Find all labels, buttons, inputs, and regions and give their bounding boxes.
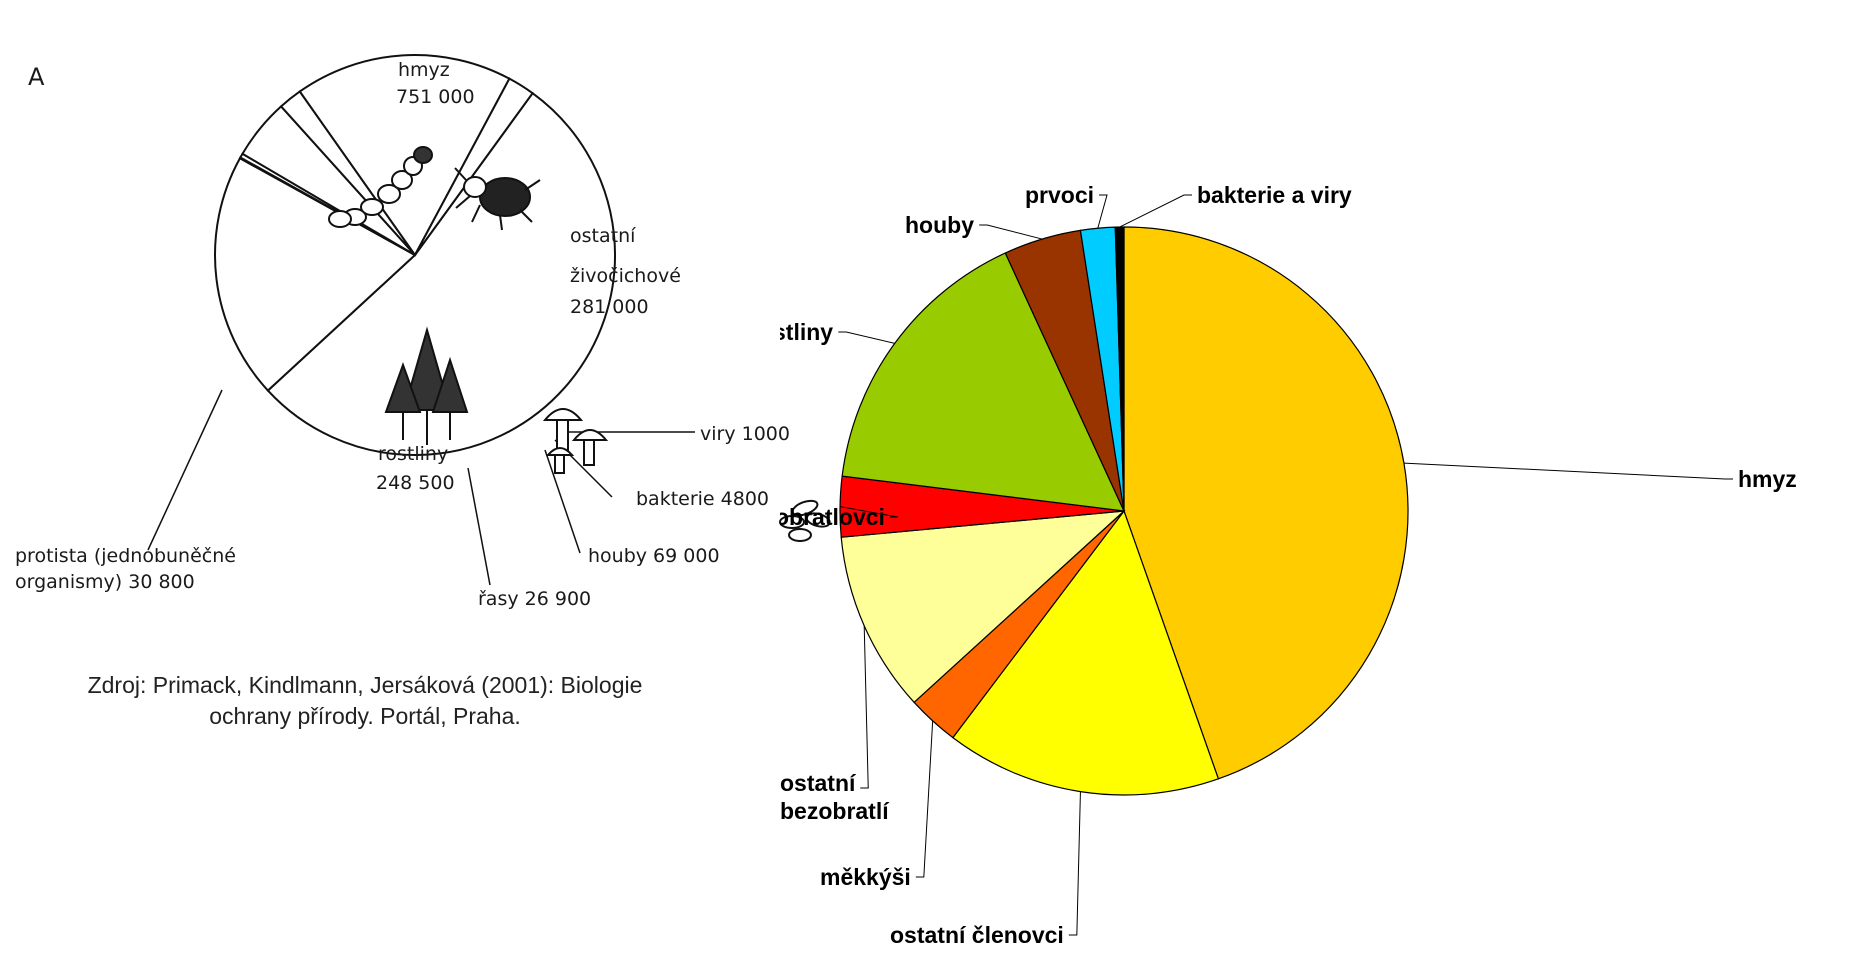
leader-houby: [979, 224, 1043, 240]
label-rostliny-name: rostliny: [378, 443, 448, 465]
beetle-icon: [454, 167, 541, 231]
scan-slice-protista-jednobunecne-organismy: [414, 77, 534, 256]
scan-slice-ostatni-zivocichove: [214, 156, 417, 392]
forest-icon: [384, 326, 469, 445]
leader-obratlovci: [839, 506, 899, 518]
label-houby: houby 69 000: [588, 545, 720, 567]
leader-protista: [147, 389, 223, 551]
label-prvoci: prvoci: [1025, 182, 1094, 208]
source-citation-line2: ochrany přírody. Portál, Praha.: [209, 703, 521, 729]
scan-slice-rostliny: [298, 54, 511, 257]
label-ostatni-value: 281 000: [570, 296, 649, 318]
label-mekkysi: měkkýši: [820, 864, 911, 890]
caterpillar-icon: [328, 146, 433, 228]
label-rasy: řasy 26 900: [478, 588, 591, 610]
scanned-pie-panel: A hmyz 751 000 ostatní živočichové 281 0…: [0, 0, 1020, 640]
leader-ostatni-clenovci: [1068, 791, 1081, 936]
label-houby: houby: [905, 212, 974, 238]
leader-rostliny: [838, 331, 895, 344]
label-protista-line2: organismy) 30 800: [15, 571, 195, 593]
scan-slice-hmyz: [266, 91, 616, 456]
leader-houby: [544, 449, 581, 554]
leader-mekkysi: [915, 720, 934, 878]
scanned-pie-wedges: [214, 54, 616, 456]
label-protista-line1: protista (jednobuněčné: [15, 545, 236, 567]
label-hmyz-value: 751 000: [396, 86, 475, 108]
label-bakterie: bakterie 4800: [636, 488, 769, 510]
leader-hmyz: [1403, 462, 1733, 480]
slice-rostliny: [841, 252, 1125, 512]
label-rostliny: rostliny: [780, 319, 833, 345]
label-hmyz-name: hmyz: [398, 59, 450, 81]
leader-bakterie-a-viry: [1119, 194, 1192, 228]
label-hmyz: hmyz: [1738, 466, 1797, 492]
slice-hmyz: [1123, 226, 1409, 780]
label-rostliny-value: 248 500: [376, 472, 455, 494]
label-ostatni-clenovci: ostatní členovci: [890, 922, 1064, 948]
source-citation-line1: Zdroj: Primack, Kindlmann, Jersáková (20…: [87, 672, 643, 698]
label-ostatni-line2: živočichové: [570, 265, 681, 287]
leader-rasy: [467, 467, 491, 586]
leader-prvoci: [1097, 194, 1108, 229]
source-citation: Zdroj: Primack, Kindlmann, Jersáková (20…: [25, 670, 705, 732]
label-ostatni-line1: ostatní: [570, 225, 636, 247]
panel-letter: A: [28, 63, 45, 91]
bacteria-icon: [779, 499, 831, 542]
label-bakterie-a-viry: bakterie a viry: [1197, 182, 1352, 208]
leader-ostatni-bezobratli: [860, 625, 869, 789]
slice-bakterie-a-viry: [1114, 226, 1125, 512]
colored-pie-leaders: [838, 194, 1733, 936]
colored-pie-wedges: [839, 226, 1409, 796]
mushroom-icon: [542, 408, 609, 474]
scanned-pie-chart: A hmyz 751 000 ostatní živočichové 281 0…: [15, 54, 831, 610]
label-obratlovci: obratlovci: [780, 504, 885, 530]
label-viry: viry 1000: [700, 423, 790, 445]
